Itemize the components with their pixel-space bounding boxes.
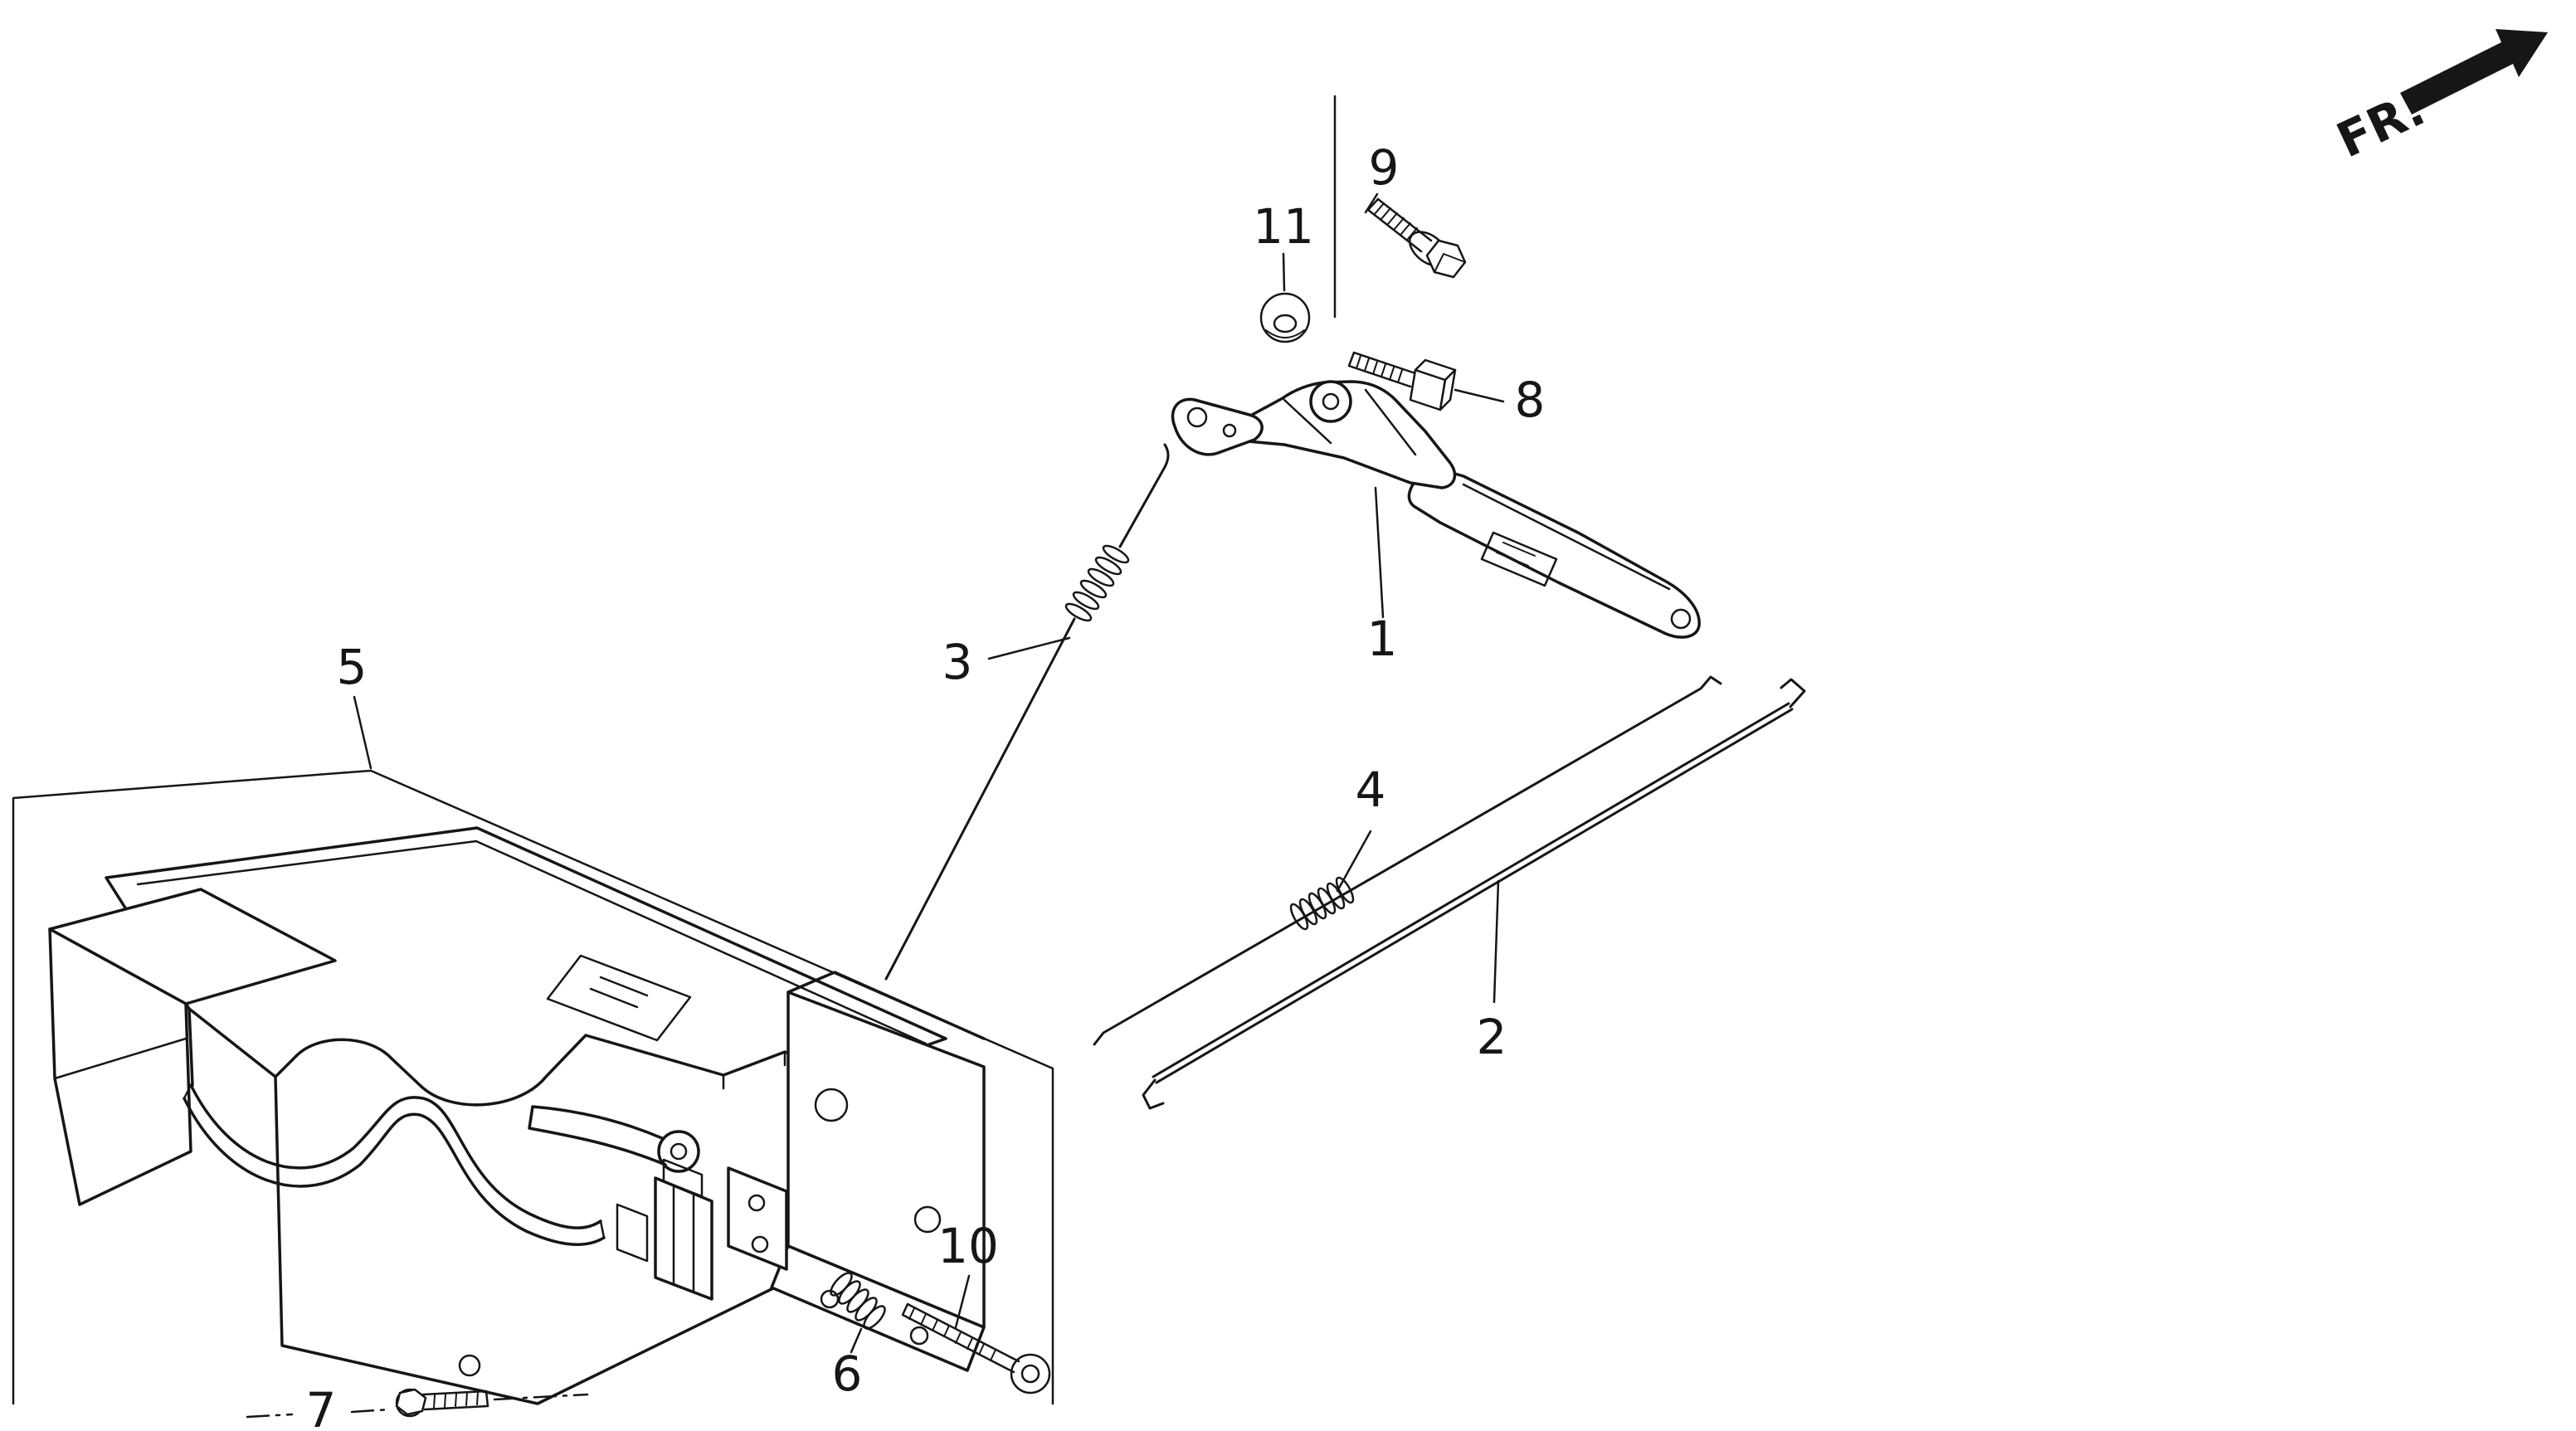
callout-2: 2 [1477,1009,1507,1065]
part-11-nut [1259,292,1311,343]
callout-1: 1 [1367,611,1398,667]
callout-5: 5 [337,639,368,695]
part-8-square-bolt [1347,351,1457,411]
callout-3: 3 [942,634,973,690]
part-9-hex-bolt [1366,197,1467,279]
part-2-rod [1142,678,1806,1110]
callout-4: 4 [1356,762,1386,818]
part-7-bolt [246,1388,589,1419]
callout-8: 8 [1515,372,1546,428]
callout-7: 7 [306,1382,337,1431]
part-10-screw [901,1302,1051,1394]
callout-6: 6 [832,1346,863,1402]
fr-arrow-icon [2400,29,2548,114]
callout-11: 11 [1253,198,1314,255]
view-boundary-outline [12,769,1054,1405]
part-4-spring-rod [1093,675,1722,1046]
part-1-arm-assembly [1171,380,1701,639]
leader-lines [353,95,1505,1354]
part-3-rod-with-spring [884,443,1170,981]
part-6-spring [830,1272,886,1330]
callout-10: 10 [937,1218,999,1274]
part-5-control-box-cover [48,826,986,1405]
callout-9: 9 [1369,139,1400,196]
